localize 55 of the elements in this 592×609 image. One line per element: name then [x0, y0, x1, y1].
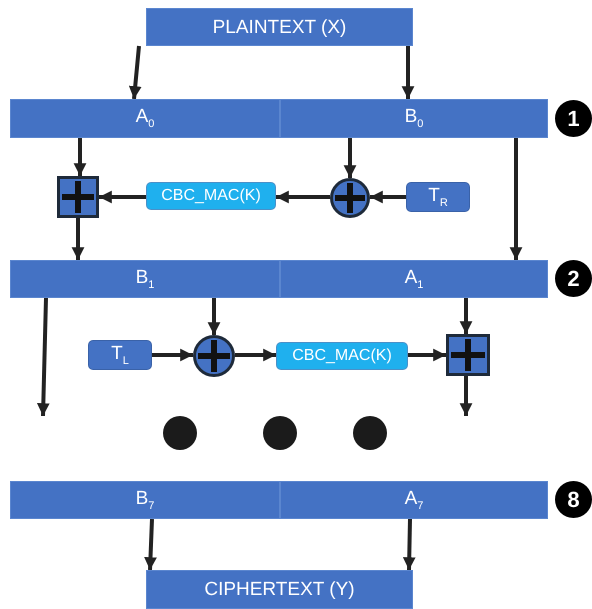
ellipsis-dot [263, 416, 297, 450]
block-label: A$_{7}$ [404, 488, 424, 512]
step-badge [555, 100, 592, 137]
block-bar [10, 99, 280, 138]
arrow [72, 218, 84, 260]
arrow [144, 518, 157, 570]
key-box [406, 182, 470, 212]
xor-symbol [330, 178, 370, 218]
arrow [276, 190, 330, 204]
arrow [208, 298, 220, 335]
block-label: B$_{7}$ [136, 488, 154, 512]
step-number: 8 [567, 488, 580, 510]
arrow [74, 138, 86, 176]
boxed-plus-symbol [446, 334, 490, 376]
step-number: 1 [567, 108, 580, 130]
block-bar [280, 481, 548, 519]
arrow [36, 298, 50, 416]
ellipsis-dot [353, 416, 387, 450]
block-label: B$_{1}$ [136, 268, 154, 290]
block-bar [146, 570, 413, 609]
arrow [344, 138, 356, 178]
arrow [99, 190, 146, 204]
arrow [128, 46, 142, 100]
block-label: CIPHERTEXT (Y) [204, 580, 355, 599]
block-bar [280, 260, 548, 298]
function-box [276, 342, 408, 370]
block-label: PLAINTEXT (X) [212, 18, 346, 36]
arrow [370, 190, 406, 204]
function-label: CBC_MAC(K) [292, 348, 392, 364]
xor-symbol [193, 335, 235, 377]
arrow [460, 298, 472, 334]
key-box [88, 340, 152, 370]
boxed-plus-symbol [57, 176, 99, 218]
arrow [402, 518, 416, 570]
block-bar [280, 99, 548, 138]
block-bar [146, 8, 413, 46]
block-label: A$_{0}$ [136, 107, 154, 130]
arrow [460, 376, 472, 416]
step-badge [555, 260, 592, 297]
step-badge [555, 481, 592, 518]
arrow [402, 46, 414, 99]
function-box [146, 182, 276, 210]
block-bar [10, 481, 280, 519]
function-label: CBC_MAC(K) [161, 188, 261, 204]
step-number: 2 [567, 268, 580, 290]
block-bar [10, 260, 280, 298]
ellipsis-dot [163, 416, 197, 450]
arrow [152, 348, 193, 362]
arrow [235, 348, 276, 362]
block-label: T$_{R}$ [428, 186, 448, 208]
block-label: T$_{L}$ [111, 344, 129, 366]
arrow [408, 348, 446, 362]
arrow [510, 138, 522, 260]
block-label: A$_{1}$ [404, 268, 424, 290]
block-label: B$_{0}$ [404, 107, 424, 130]
